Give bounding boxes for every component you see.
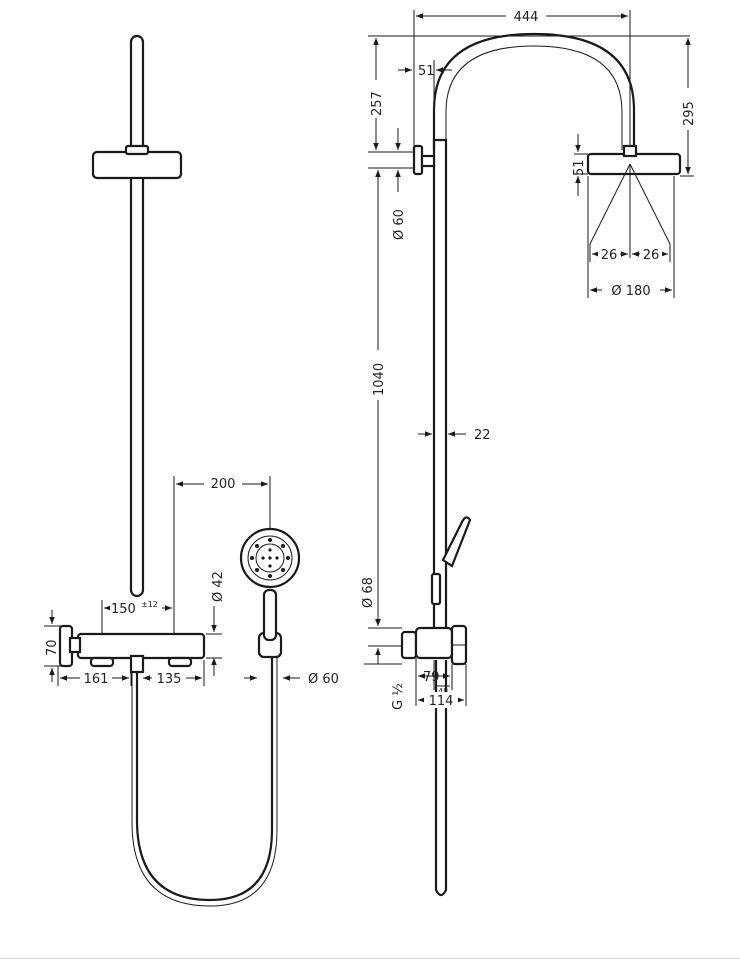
dim-1040: 1040: [372, 363, 387, 396]
shower-head-joint: [622, 144, 638, 158]
thermostat-body: [76, 632, 206, 660]
dim-444: 444: [514, 10, 539, 25]
shower-hose: [135, 650, 274, 902]
side-view: [400, 32, 682, 897]
dim-thread: G ½: [391, 683, 406, 710]
shower-arm-arch: [432, 32, 636, 150]
dim-295: 295: [682, 101, 697, 126]
wall-bracket-top: [412, 144, 424, 176]
dim-dia60-top: Ø 60: [392, 209, 407, 240]
dim-26-right: 26: [643, 248, 660, 263]
side-view-dimensions: 444 51 257 Ø 60 295 51 26: [361, 8, 697, 710]
dim-150: 150: [111, 602, 136, 617]
handle-stem-left: [68, 636, 82, 654]
dim-51-top: 51: [418, 64, 435, 79]
dim-48: 48: [438, 687, 448, 696]
dim-200: 200: [211, 477, 236, 492]
dim-150-tolerance: ±12: [141, 600, 158, 609]
riser-rail: [129, 34, 145, 598]
dim-26-left: 26: [601, 248, 618, 263]
front-view: [58, 34, 301, 907]
dim-114: 114: [429, 694, 454, 709]
bottom-divider: [0, 958, 740, 959]
shelf-clip: [124, 144, 150, 156]
dim-dia68: Ø 68: [361, 577, 376, 608]
spray-nozzles: [250, 538, 290, 578]
side-wall-connection: [400, 630, 418, 660]
dim-257: 257: [370, 91, 385, 116]
top-shelf-bracket: [91, 150, 183, 180]
dim-dia180: Ø 180: [611, 284, 650, 299]
dim-51-head: 51: [572, 159, 587, 176]
thermostat-foot-right: [167, 656, 193, 668]
dim-dia60-bottom: Ø 60: [308, 672, 339, 687]
bottom-outlet: [129, 654, 145, 674]
side-hand-shower: [441, 516, 472, 568]
dim-dia42: Ø 42: [211, 571, 226, 602]
dim-161: 161: [84, 672, 109, 687]
side-hand-shower-holder: [430, 572, 442, 606]
side-shower-hose: [434, 660, 448, 897]
wall-bracket-arm: [420, 154, 436, 168]
thermostat-foot-left: [89, 656, 115, 668]
dim-135: 135: [157, 672, 182, 687]
dim-22: 22: [474, 428, 491, 443]
side-mixer-body: [414, 626, 454, 660]
hand-shower-handle: [262, 588, 278, 642]
dim-79: 79: [423, 670, 440, 685]
dim-70: 70: [45, 639, 60, 656]
front-view-dimensions: 200 Ø 42 150 ±12 70 161 135 Ø 60: [44, 475, 339, 687]
